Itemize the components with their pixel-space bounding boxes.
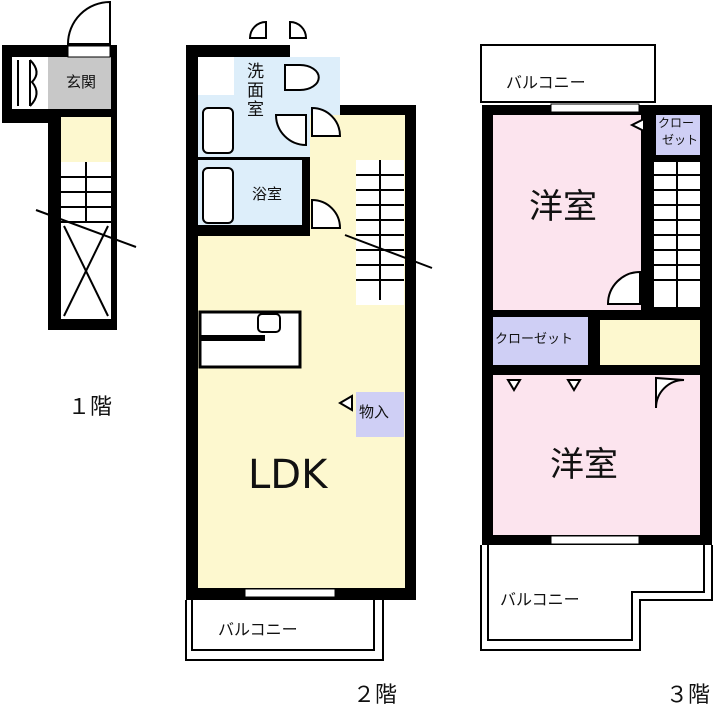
floor-label-2f: ２階	[353, 683, 398, 708]
room-label-washroom: 洗面室	[243, 62, 263, 119]
room-label-entrance: 玄関	[66, 73, 97, 91]
room-label-balcony-3f-bottom: バルコニー	[500, 590, 580, 609]
room-label-bathroom: 浴室	[252, 185, 283, 203]
room-label-closet-small-1: クロー	[658, 116, 695, 130]
floor-3	[480, 44, 713, 651]
room-label-balcony-2f: バルコニー	[218, 620, 298, 639]
room-label-ldk: LDK	[248, 452, 328, 498]
room-label-storage: 物入	[359, 403, 390, 421]
room-label-western-2: 洋室	[550, 445, 618, 485]
floor-2	[185, 20, 433, 661]
floor-label-3f: ３階	[666, 683, 711, 708]
room-label-closet-small-2: ゼット	[662, 133, 699, 147]
room-label-western-1: 洋室	[529, 187, 597, 227]
room-label-balcony-3f-top: バルコニー	[506, 73, 586, 92]
floor-1	[2, 0, 137, 330]
floor-label-1f: １階	[68, 395, 113, 420]
room-label-closet: クローゼット	[495, 332, 574, 347]
